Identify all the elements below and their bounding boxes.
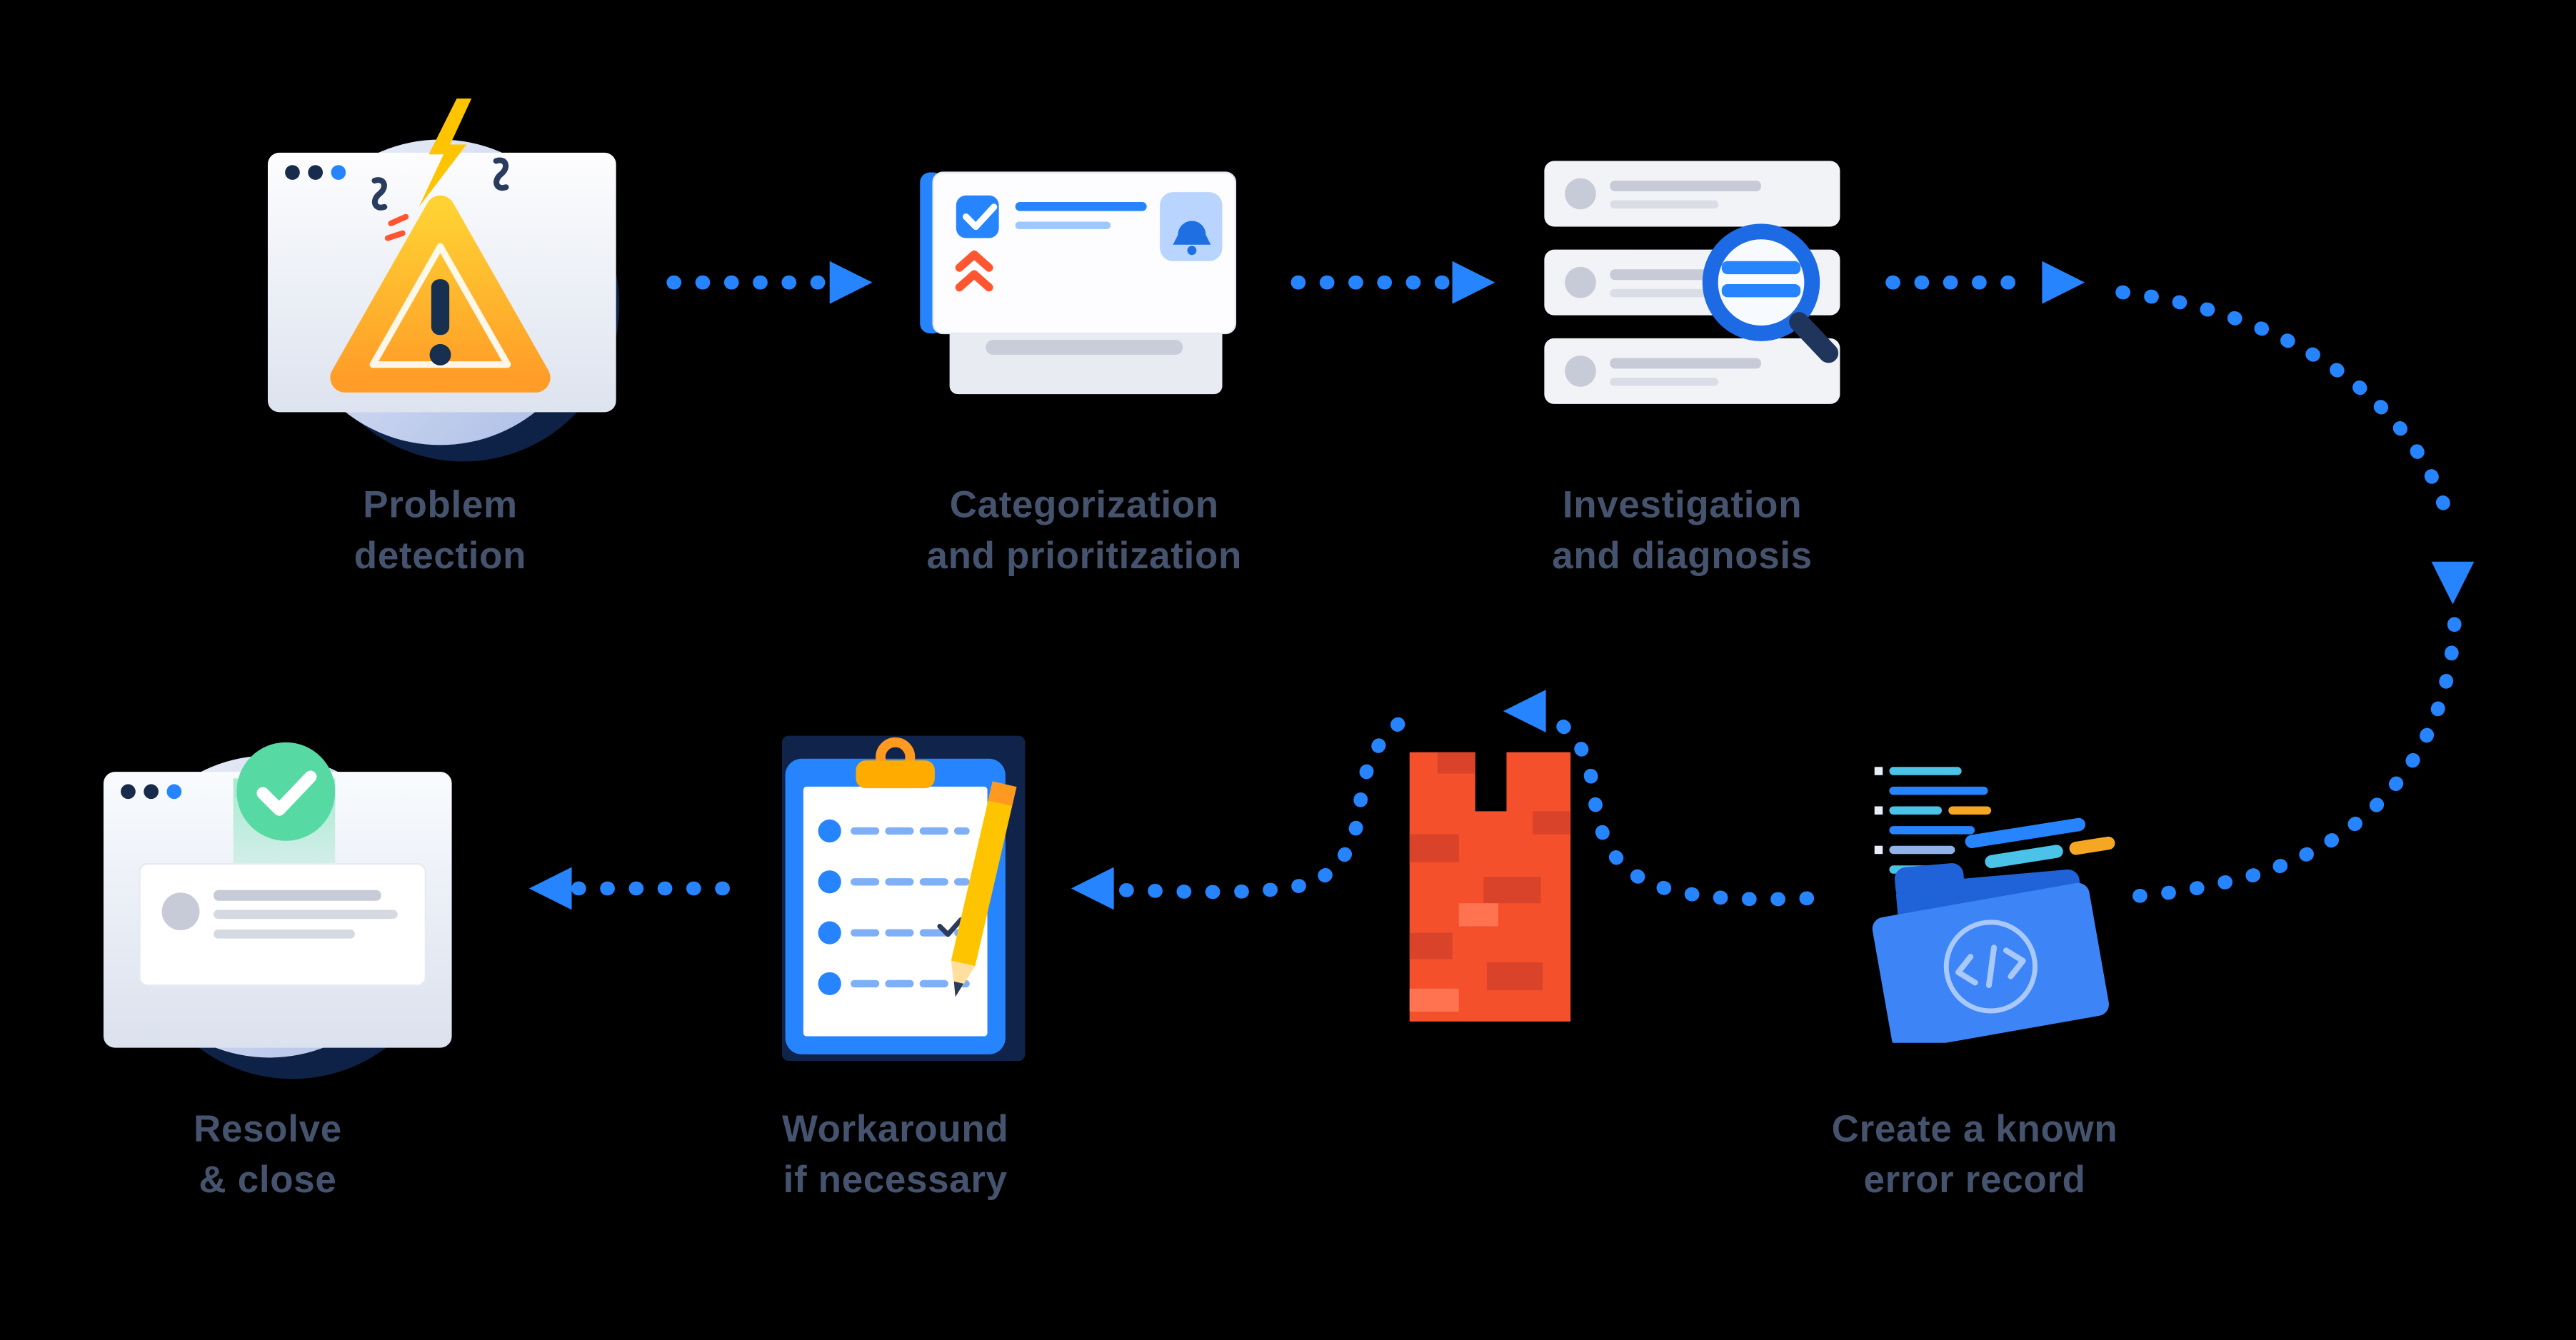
record-row-1 (1544, 161, 1840, 227)
record-row-3 (1544, 338, 1840, 404)
arrowhead-left-resolve (528, 867, 572, 910)
label-line: and prioritization (926, 533, 1243, 577)
content-card (139, 862, 426, 987)
label-line: Resolve (194, 1107, 342, 1150)
code-snippet-bars (1965, 817, 2115, 869)
code-brackets-icon (1955, 944, 2026, 989)
checkbox-icon (956, 195, 999, 238)
back-card-line (986, 340, 1183, 355)
arrowhead-down (2431, 561, 2475, 605)
resolved-browser-icon (103, 742, 452, 1079)
brick-dark-patches (1409, 752, 1571, 991)
connector-barrier-to-workaround (1113, 717, 1405, 900)
checkbox-check (963, 203, 998, 231)
lightning-bolt-icon (419, 99, 472, 207)
label-line: Problem (363, 483, 518, 526)
arrowhead-right-2 (1452, 261, 1495, 304)
code-badge-circle (1943, 920, 2038, 1014)
arrowhead-right-1 (829, 261, 873, 304)
window-dot-3 (166, 784, 182, 800)
window-dot-1 (121, 784, 136, 800)
label-line: Investigation (1562, 483, 1803, 526)
shake-squiggle-left (371, 177, 388, 211)
connector-folder-to-barrier (1548, 714, 1815, 907)
brick-light-patches (1409, 903, 1498, 1012)
label-line: Categorization (949, 483, 1219, 526)
handwritten-check (937, 917, 964, 937)
connector-right-curve-top (2115, 285, 2458, 536)
window-dot-2 (308, 165, 324, 180)
clipboard-paper (803, 786, 988, 1037)
label-known-error-record: Create a known error record (1761, 1104, 2188, 1206)
success-check-circle (236, 742, 336, 841)
clipboard-clip (856, 737, 935, 789)
arrowhead-left-workaround (1071, 867, 1114, 910)
arrowhead-left-barrier (1503, 690, 1546, 732)
folder-front (1872, 882, 2109, 1043)
magnifier-icon (1702, 223, 1839, 363)
alert-browser-icon (267, 99, 620, 462)
arrowheads (528, 261, 2475, 910)
clipboard-checklist-icon (781, 735, 1026, 1062)
window-dot-2 (144, 784, 159, 800)
label-line: detection (354, 533, 527, 577)
ticket-title-line (1015, 201, 1147, 211)
label-resolve-close: Resolve & close (54, 1104, 481, 1206)
code-folder-icon (1872, 767, 2115, 1043)
exclamation-bar (431, 279, 450, 336)
check-icon (256, 770, 317, 816)
bell-clapper (1187, 246, 1197, 256)
search-records-icon (1544, 161, 1840, 404)
bell-icon (1173, 221, 1211, 245)
label-line: & close (199, 1157, 337, 1201)
exclamation-dot (429, 343, 451, 366)
label-line: if necessary (783, 1157, 1008, 1201)
brick-wall-icon (1409, 752, 1571, 1022)
label-line: Workaround (781, 1107, 1009, 1150)
priority-ticket-icon (920, 171, 1237, 395)
label-categorization: Categorization and prioritization (871, 480, 1298, 582)
connector-right-curve-bottom (2120, 617, 2462, 904)
label-workaround: Workaround if necessary (682, 1104, 1109, 1206)
alert-dash-marks (384, 213, 409, 241)
label-problem-detection: Problem detection (226, 480, 653, 582)
arrowhead-right-3 (2042, 261, 2085, 304)
magnifier-handle (1789, 312, 1839, 363)
label-line: and diagnosis (1552, 533, 1813, 577)
window-dot-3 (331, 165, 346, 180)
label-line: Create a known (1831, 1107, 2118, 1150)
window-dot-1 (285, 165, 300, 180)
checklist-rows (818, 819, 970, 996)
label-line: error record (1863, 1157, 2086, 1201)
dotted-connector-lines (568, 275, 2462, 907)
pencil-icon (951, 781, 1017, 997)
label-investigation: Investigation and diagnosis (1469, 480, 1896, 582)
code-listing-lines (1874, 767, 1992, 874)
ticket-subtitle-line (1015, 221, 1111, 229)
shake-squiggle-right (493, 157, 509, 191)
priority-chevrons-icon (955, 250, 993, 292)
